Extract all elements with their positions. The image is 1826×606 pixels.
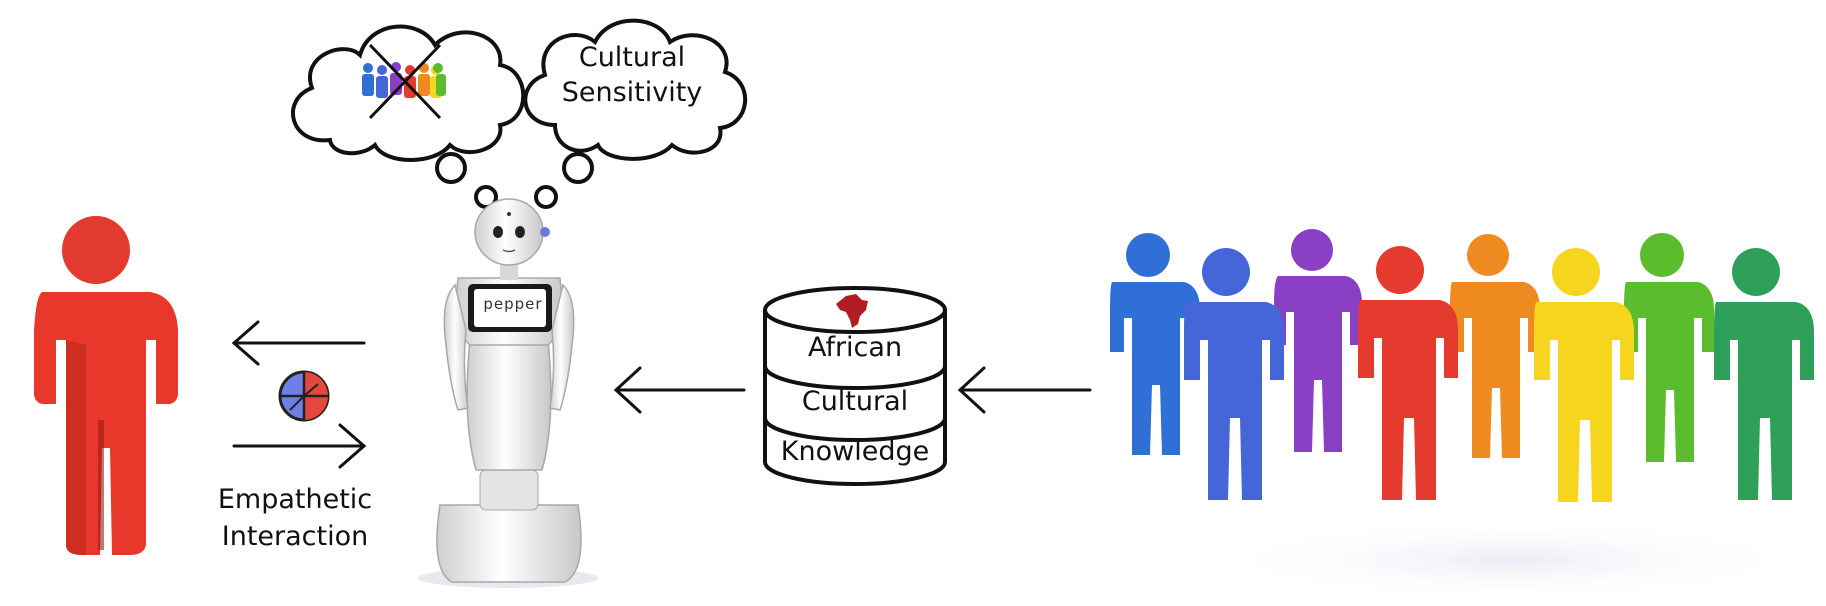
person-icon: [1714, 248, 1814, 500]
arrow-icon: [613, 366, 642, 414]
crossed-people-icon: [362, 43, 446, 120]
cloud-label: Cultural Sensitivity: [561, 42, 703, 108]
thought-cloud-right: [523, 18, 748, 161]
arrow-icon: [957, 366, 986, 414]
person-icon: [34, 216, 178, 555]
person-icon: [1110, 233, 1200, 455]
person-icon: [1358, 246, 1458, 500]
database-icon: [763, 286, 947, 486]
emotion-wheel-icon: [278, 370, 330, 422]
robot-icon: [418, 198, 598, 588]
arrow-icon: [231, 320, 366, 366]
person-icon: [1450, 234, 1540, 458]
people-group: [1110, 229, 1814, 502]
database-label-line: Knowledge: [780, 436, 930, 467]
person-icon: [1184, 248, 1284, 500]
thought-dot: [562, 152, 594, 184]
person-icon: [1534, 248, 1634, 502]
thought-dot: [435, 152, 467, 184]
database-label-line: African: [807, 332, 903, 363]
robot-screen-label: pepper: [483, 295, 543, 313]
thought-dot: [534, 185, 558, 209]
africa-map-icon: [836, 294, 868, 328]
person-icon: [1624, 233, 1714, 462]
person-icon: [1274, 229, 1362, 452]
arrow-icon: [232, 423, 367, 469]
interaction-label: Empathetic Interaction: [217, 484, 373, 552]
database-label-line: Cultural: [801, 386, 909, 417]
